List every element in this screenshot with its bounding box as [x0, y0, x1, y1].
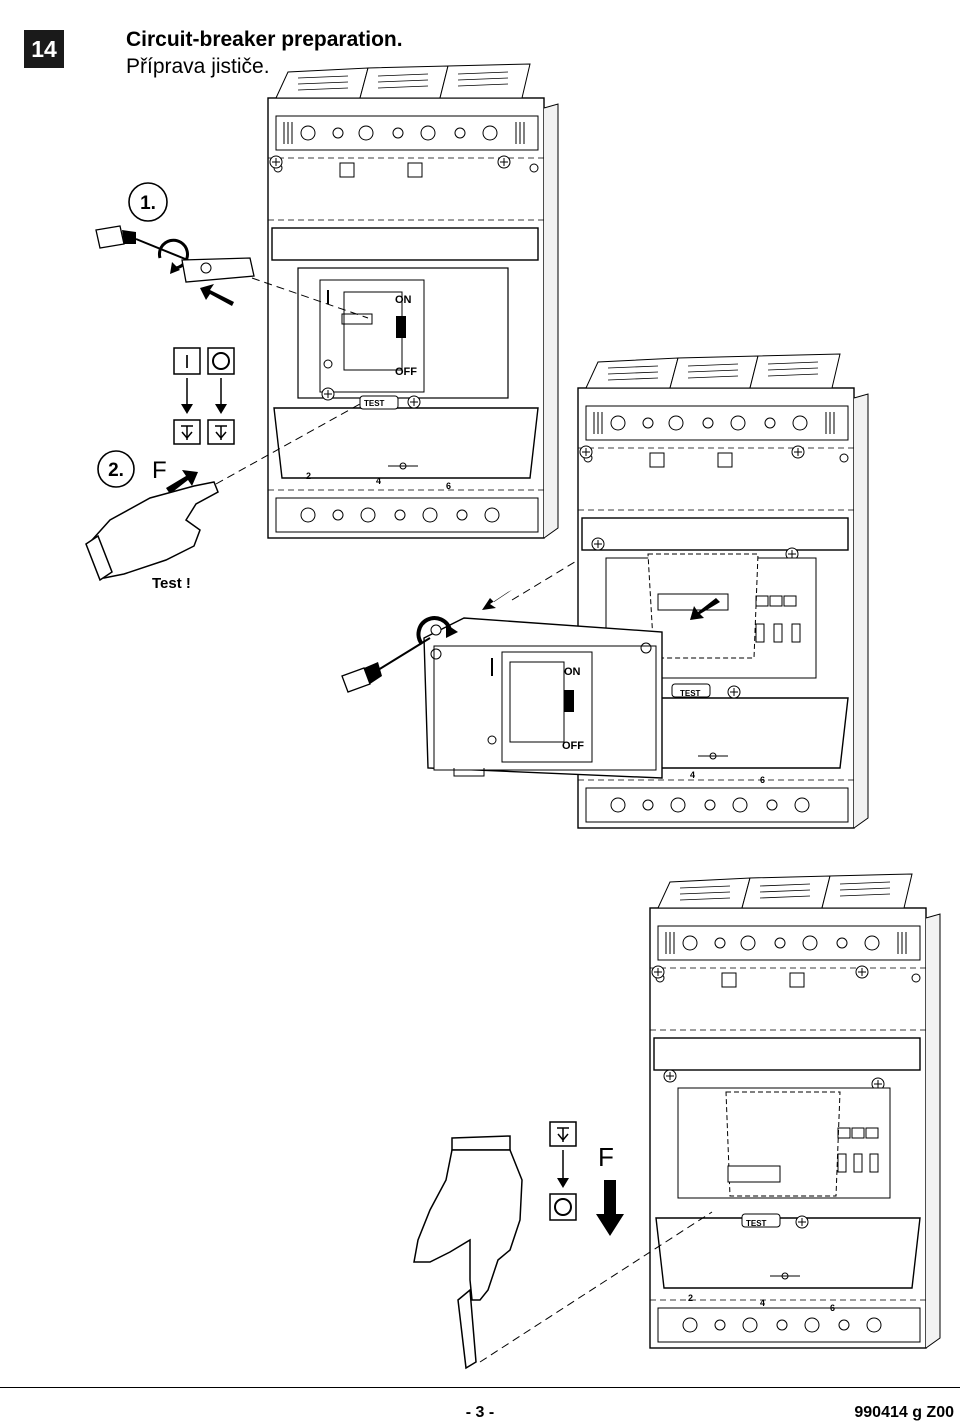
breaker-middle: [577, 353, 869, 829]
on-label: ON: [395, 294, 412, 306]
tripped-symbol-icon: [181, 425, 227, 440]
off-label-2: OFF: [562, 740, 584, 752]
footer-rule: [0, 1387, 960, 1388]
arrow-down-icon: [596, 1180, 624, 1236]
title-english: Circuit-breaker preparation.: [126, 28, 403, 51]
test-button-label-3: TEST: [746, 1219, 767, 1228]
page-number: - 3 -: [465, 1404, 495, 1421]
screwdriver-icon-2: [341, 616, 458, 693]
test-button-label: TEST: [364, 399, 385, 408]
off-symbol-icon-2: [554, 1198, 572, 1216]
pointing-down-hand-icon: [413, 1135, 523, 1370]
off-label: OFF: [395, 366, 417, 378]
screwdriver-icon: [95, 225, 201, 274]
on-label-2: ON: [564, 666, 581, 678]
title-czech: Příprava jističe.: [126, 55, 270, 78]
step1-label: 1.: [140, 193, 156, 214]
terminal-6-label-2: 6: [760, 775, 765, 785]
arrow-left-icon: [200, 284, 234, 306]
test-button-label-2: TEST: [680, 689, 701, 698]
pointing-hand-icon: [85, 481, 219, 582]
test-label: Test !: [152, 575, 191, 592]
tripped-symbol-icon-2: [557, 1127, 569, 1142]
arrow-up-left-icon: [482, 590, 512, 610]
removed-front-cover: [423, 617, 663, 779]
step2-circle: [97, 450, 135, 488]
terminal-4-label-2: 4: [690, 770, 695, 780]
off-symbol-icon: [212, 352, 230, 370]
breaker-bottom: [649, 873, 941, 1349]
force-label-1: F: [152, 457, 167, 484]
terminal-2-label: 2: [306, 471, 311, 481]
step2-label: 2.: [108, 460, 124, 481]
push-arrow-icon: [166, 470, 198, 494]
document-code: 990414 g Z00: [854, 1404, 954, 1421]
step-number-badge: 14: [24, 30, 64, 68]
terminal-2-label-3: 2: [688, 1293, 693, 1303]
force-label-2: F: [598, 1142, 614, 1172]
terminal-4-label-3: 4: [760, 1298, 765, 1308]
breaker-top: [267, 63, 559, 539]
terminal-6-label-3: 6: [830, 1303, 835, 1313]
terminal-4-label: 4: [376, 476, 381, 486]
arrow-down-left-icon: [690, 598, 720, 620]
terminal-6-label: 6: [446, 481, 451, 491]
symbol-on: I: [184, 352, 189, 372]
step1-circle: [128, 182, 168, 222]
